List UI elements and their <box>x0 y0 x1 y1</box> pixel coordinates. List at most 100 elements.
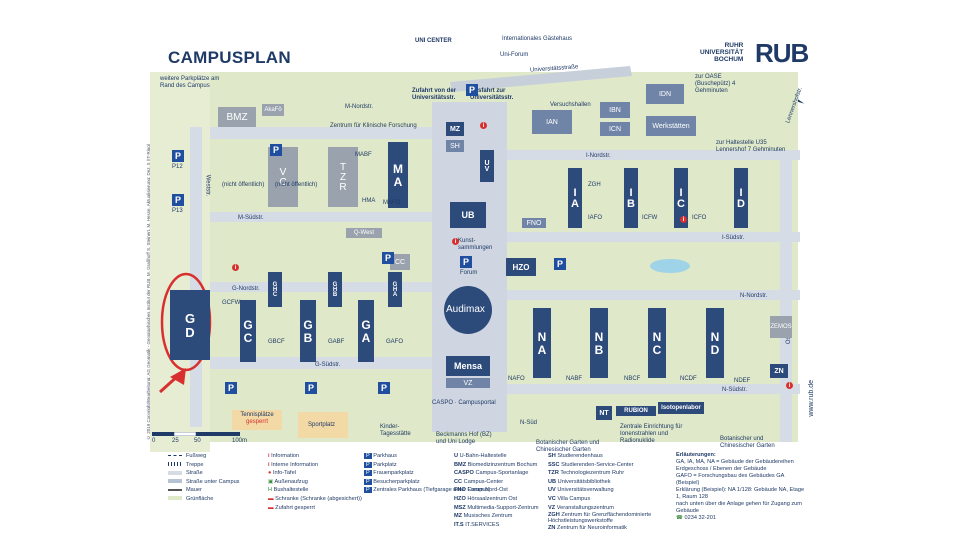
rub-logo-mark: RUB <box>755 38 809 68</box>
legend-frauenparkplatz: P Frauenparkplatz <box>364 470 414 477</box>
page-title: CAMPUSPLAN <box>168 48 291 67</box>
building-nc[interactable]: NC <box>648 308 666 378</box>
legend-info: i Information i Interne Information ● In… <box>268 452 362 512</box>
building-gd[interactable]: GD <box>170 290 210 360</box>
uni-center-label: UNI CENTER <box>415 38 452 44</box>
building-idn[interactable]: IDN <box>646 84 684 104</box>
building-rubion[interactable]: RUBION <box>616 406 656 416</box>
parking-icon[interactable]: P <box>466 84 478 96</box>
building-gha[interactable]: GHA <box>388 272 402 307</box>
street-g-nord: G-Nordstr. <box>232 286 260 292</box>
legend-treppe: Treppe <box>168 461 239 470</box>
legend-abbrev-row: SH Studierendenhaus <box>548 453 603 459</box>
parking-icon[interactable]: P <box>270 144 282 156</box>
building-nd[interactable]: ND <box>706 308 724 378</box>
building-hzo[interactable]: HZO <box>506 258 536 276</box>
parking-garage-icon: P <box>364 453 372 459</box>
audimax-label[interactable]: Audimax <box>446 304 485 315</box>
building-ga[interactable]: GA <box>358 300 374 362</box>
parking-icon-p13[interactable]: P <box>172 194 184 206</box>
building-ghb[interactable]: GHB <box>328 272 342 307</box>
info-icon[interactable]: i <box>480 122 487 129</box>
info-board-icon: ● <box>268 470 273 477</box>
building-ian[interactable]: IAN <box>532 110 572 134</box>
parking-icon[interactable]: P <box>225 382 237 394</box>
tagesstaette-label: Kinder-Tagesstätte <box>380 424 411 437</box>
parking-icon-p12[interactable]: P <box>172 150 184 162</box>
building-zemos[interactable]: ZEMOS <box>770 316 792 338</box>
parking-icon[interactable]: P <box>378 382 390 394</box>
legend-abbrev-row: BMZ Biomedizinzentrum Bochum <box>454 461 538 468</box>
icfo-label: ICFO <box>692 215 707 221</box>
building-isotopenlabor[interactable]: Isotopenlabor <box>658 402 704 414</box>
building-cc[interactable]: CC <box>390 254 410 270</box>
scale-25: 25 <box>172 438 179 444</box>
building-vc[interactable]: VC <box>268 147 298 207</box>
parking-icon[interactable]: P <box>554 258 566 270</box>
building-mensa[interactable]: Mensa <box>446 356 490 376</box>
legend-interne: i Interne Information <box>268 461 319 468</box>
building-sh[interactable]: SH <box>446 140 464 152</box>
versuchshallen-label: Versuchshallen <box>550 102 591 108</box>
building-ibn[interactable]: IBN <box>600 102 630 118</box>
building-nt[interactable]: NT <box>596 406 612 420</box>
campus-map[interactable]: UNI CENTER Internationales Gästehaus Uni… <box>150 32 820 453</box>
p12-label: P12 <box>172 164 183 170</box>
info-icon[interactable]: i <box>786 382 793 389</box>
legend-parkplatz: P Parkplatz <box>364 461 397 468</box>
building-vz[interactable]: VZ <box>446 378 490 388</box>
building-id[interactable]: ID <box>734 168 748 228</box>
zkf-label: Zentrum für Klinische Forschung <box>330 123 417 129</box>
building-uv[interactable]: UV <box>480 150 494 182</box>
building-ghc[interactable]: GHC <box>268 272 282 307</box>
barrier-icon: ▬ <box>268 495 276 502</box>
parking-icon[interactable]: P <box>382 252 394 264</box>
building-gc[interactable]: GC <box>240 300 256 362</box>
building-q-west[interactable]: Q-West <box>346 228 382 238</box>
scale-bar-graphic <box>152 431 240 437</box>
gabf-label: GABF <box>328 339 345 345</box>
ncdf-label: NCDF <box>680 376 697 382</box>
tennis-label: Tennisplätze gesperrt <box>232 412 282 426</box>
building-mz[interactable]: MZ <box>446 122 464 136</box>
building-bmz[interactable]: BMZ <box>218 107 256 127</box>
logo-line-3: BOCHUM <box>714 56 744 63</box>
legend-abbrev-row: UB Universitätsbibliothek <box>548 478 611 485</box>
info-icon[interactable]: i <box>232 264 239 271</box>
legend-bus: H Bushaltestelle <box>268 487 309 494</box>
gcfw-label: GCFW <box>222 300 241 306</box>
street-n-nord: N-Nordstr. <box>740 293 768 299</box>
building-gb[interactable]: GB <box>300 300 316 362</box>
legend-abbrev-row: IT.S IT.SERVICES <box>454 521 500 528</box>
building-nb[interactable]: NB <box>590 308 608 378</box>
p13-label: P13 <box>172 208 183 214</box>
parking-icon[interactable]: P <box>305 382 317 394</box>
building-na[interactable]: NA <box>533 308 551 378</box>
iafo-label: IAFO <box>588 215 603 221</box>
caspo-label: CASPO · Campusportal <box>432 400 496 406</box>
parking-icon[interactable]: P <box>460 256 472 268</box>
building-akafo[interactable]: AkaFö <box>262 104 284 116</box>
building-zn[interactable]: ZN <box>770 364 788 378</box>
info-icon[interactable]: i <box>680 216 687 223</box>
legend-abbrev-row: MSZ Multimedia-Support-Zentrum <box>454 504 539 511</box>
building-werkstaetten[interactable]: Werkstätten <box>646 116 696 136</box>
mafo-label: MAFO <box>383 200 401 206</box>
nafo-label: NAFO <box>508 376 525 382</box>
building-fno[interactable]: FNO <box>522 218 546 228</box>
legend-note: GAFO = Forschungsbau des Gebäudes GA (Be… <box>676 473 785 486</box>
legend-abbrev-row: VC Villa Campus <box>548 495 591 502</box>
legend-tafel: ● Info-Tafel <box>268 470 296 477</box>
building-tzr[interactable]: TZR <box>328 147 358 207</box>
legend-mauer: Mauer <box>168 486 239 495</box>
info-icon[interactable]: i <box>452 238 459 245</box>
kunstsammlungen-label: Kunst-sammlungen <box>458 238 493 251</box>
building-ma[interactable]: MA <box>388 142 408 208</box>
parking-icon: P <box>364 461 372 468</box>
legend-abbrev-row: UV Universitätsverwaltung <box>548 487 614 494</box>
building-ia[interactable]: IA <box>568 168 582 228</box>
building-ic[interactable]: IC <box>674 168 688 228</box>
building-ib[interactable]: IB <box>624 168 638 228</box>
building-icn[interactable]: ICN <box>600 122 630 136</box>
building-ub[interactable]: UB <box>450 202 486 228</box>
